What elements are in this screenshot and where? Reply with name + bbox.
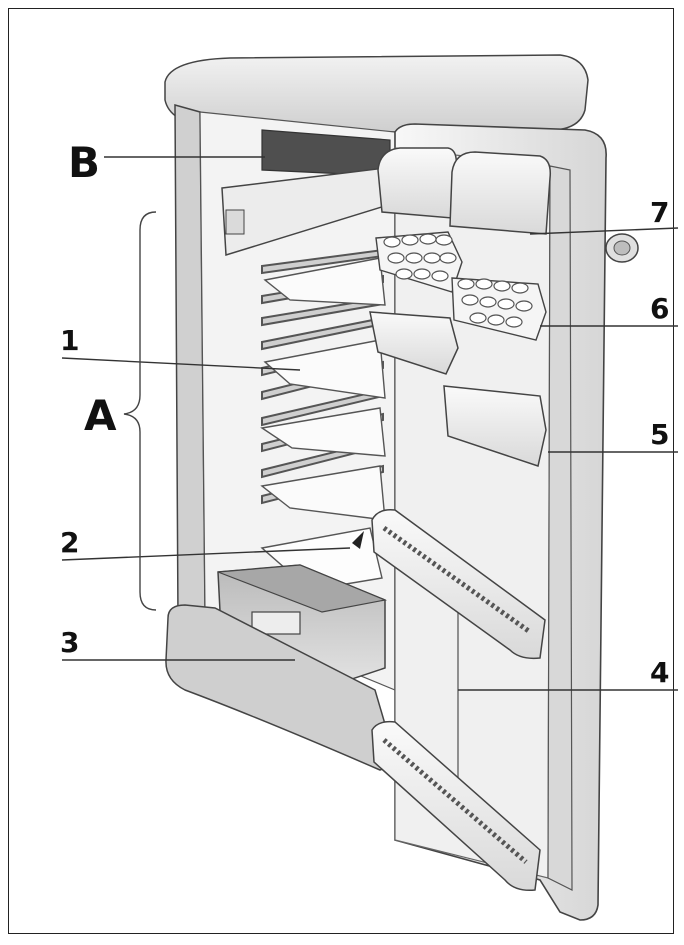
glass-shelf-1 xyxy=(263,257,386,306)
door-compartment-left xyxy=(377,147,458,219)
leader-1 xyxy=(61,357,301,371)
leader-lines xyxy=(61,156,679,691)
freezer-flap-handle xyxy=(225,209,245,235)
arrow-2-head xyxy=(352,531,364,549)
egg-rack-left xyxy=(375,231,463,293)
crisper-handle xyxy=(251,611,301,635)
callout-3: 3 xyxy=(60,626,79,659)
bottle-rack-lower xyxy=(371,720,541,892)
callout-5: 5 xyxy=(650,418,669,451)
diagram-border xyxy=(8,8,674,934)
callout-7: 7 xyxy=(650,196,669,229)
crisper-drawer-top xyxy=(217,564,388,613)
glass-shelf-3 xyxy=(260,407,386,457)
cabinet-base xyxy=(165,604,394,771)
callout-b: B xyxy=(68,138,100,187)
callout-a: A xyxy=(84,391,117,440)
callout-6: 6 xyxy=(650,292,669,325)
glass-shelf-2 xyxy=(263,339,386,399)
door-bin-upper-left xyxy=(369,311,459,375)
callout-4: 4 xyxy=(650,656,669,689)
callout-1: 1 xyxy=(60,324,79,357)
leader-2 xyxy=(61,547,351,561)
callout-2: 2 xyxy=(60,526,79,559)
glass-shelves xyxy=(260,257,386,521)
door-compartment-right xyxy=(449,151,552,235)
door-edge xyxy=(547,165,573,891)
egg-rack-right xyxy=(451,277,547,341)
door-hinge-center xyxy=(613,240,631,256)
bracket-a xyxy=(123,211,157,611)
bottle-rack-upper xyxy=(371,508,546,660)
leader-7 xyxy=(529,227,679,235)
door-bin-middle xyxy=(443,385,547,467)
